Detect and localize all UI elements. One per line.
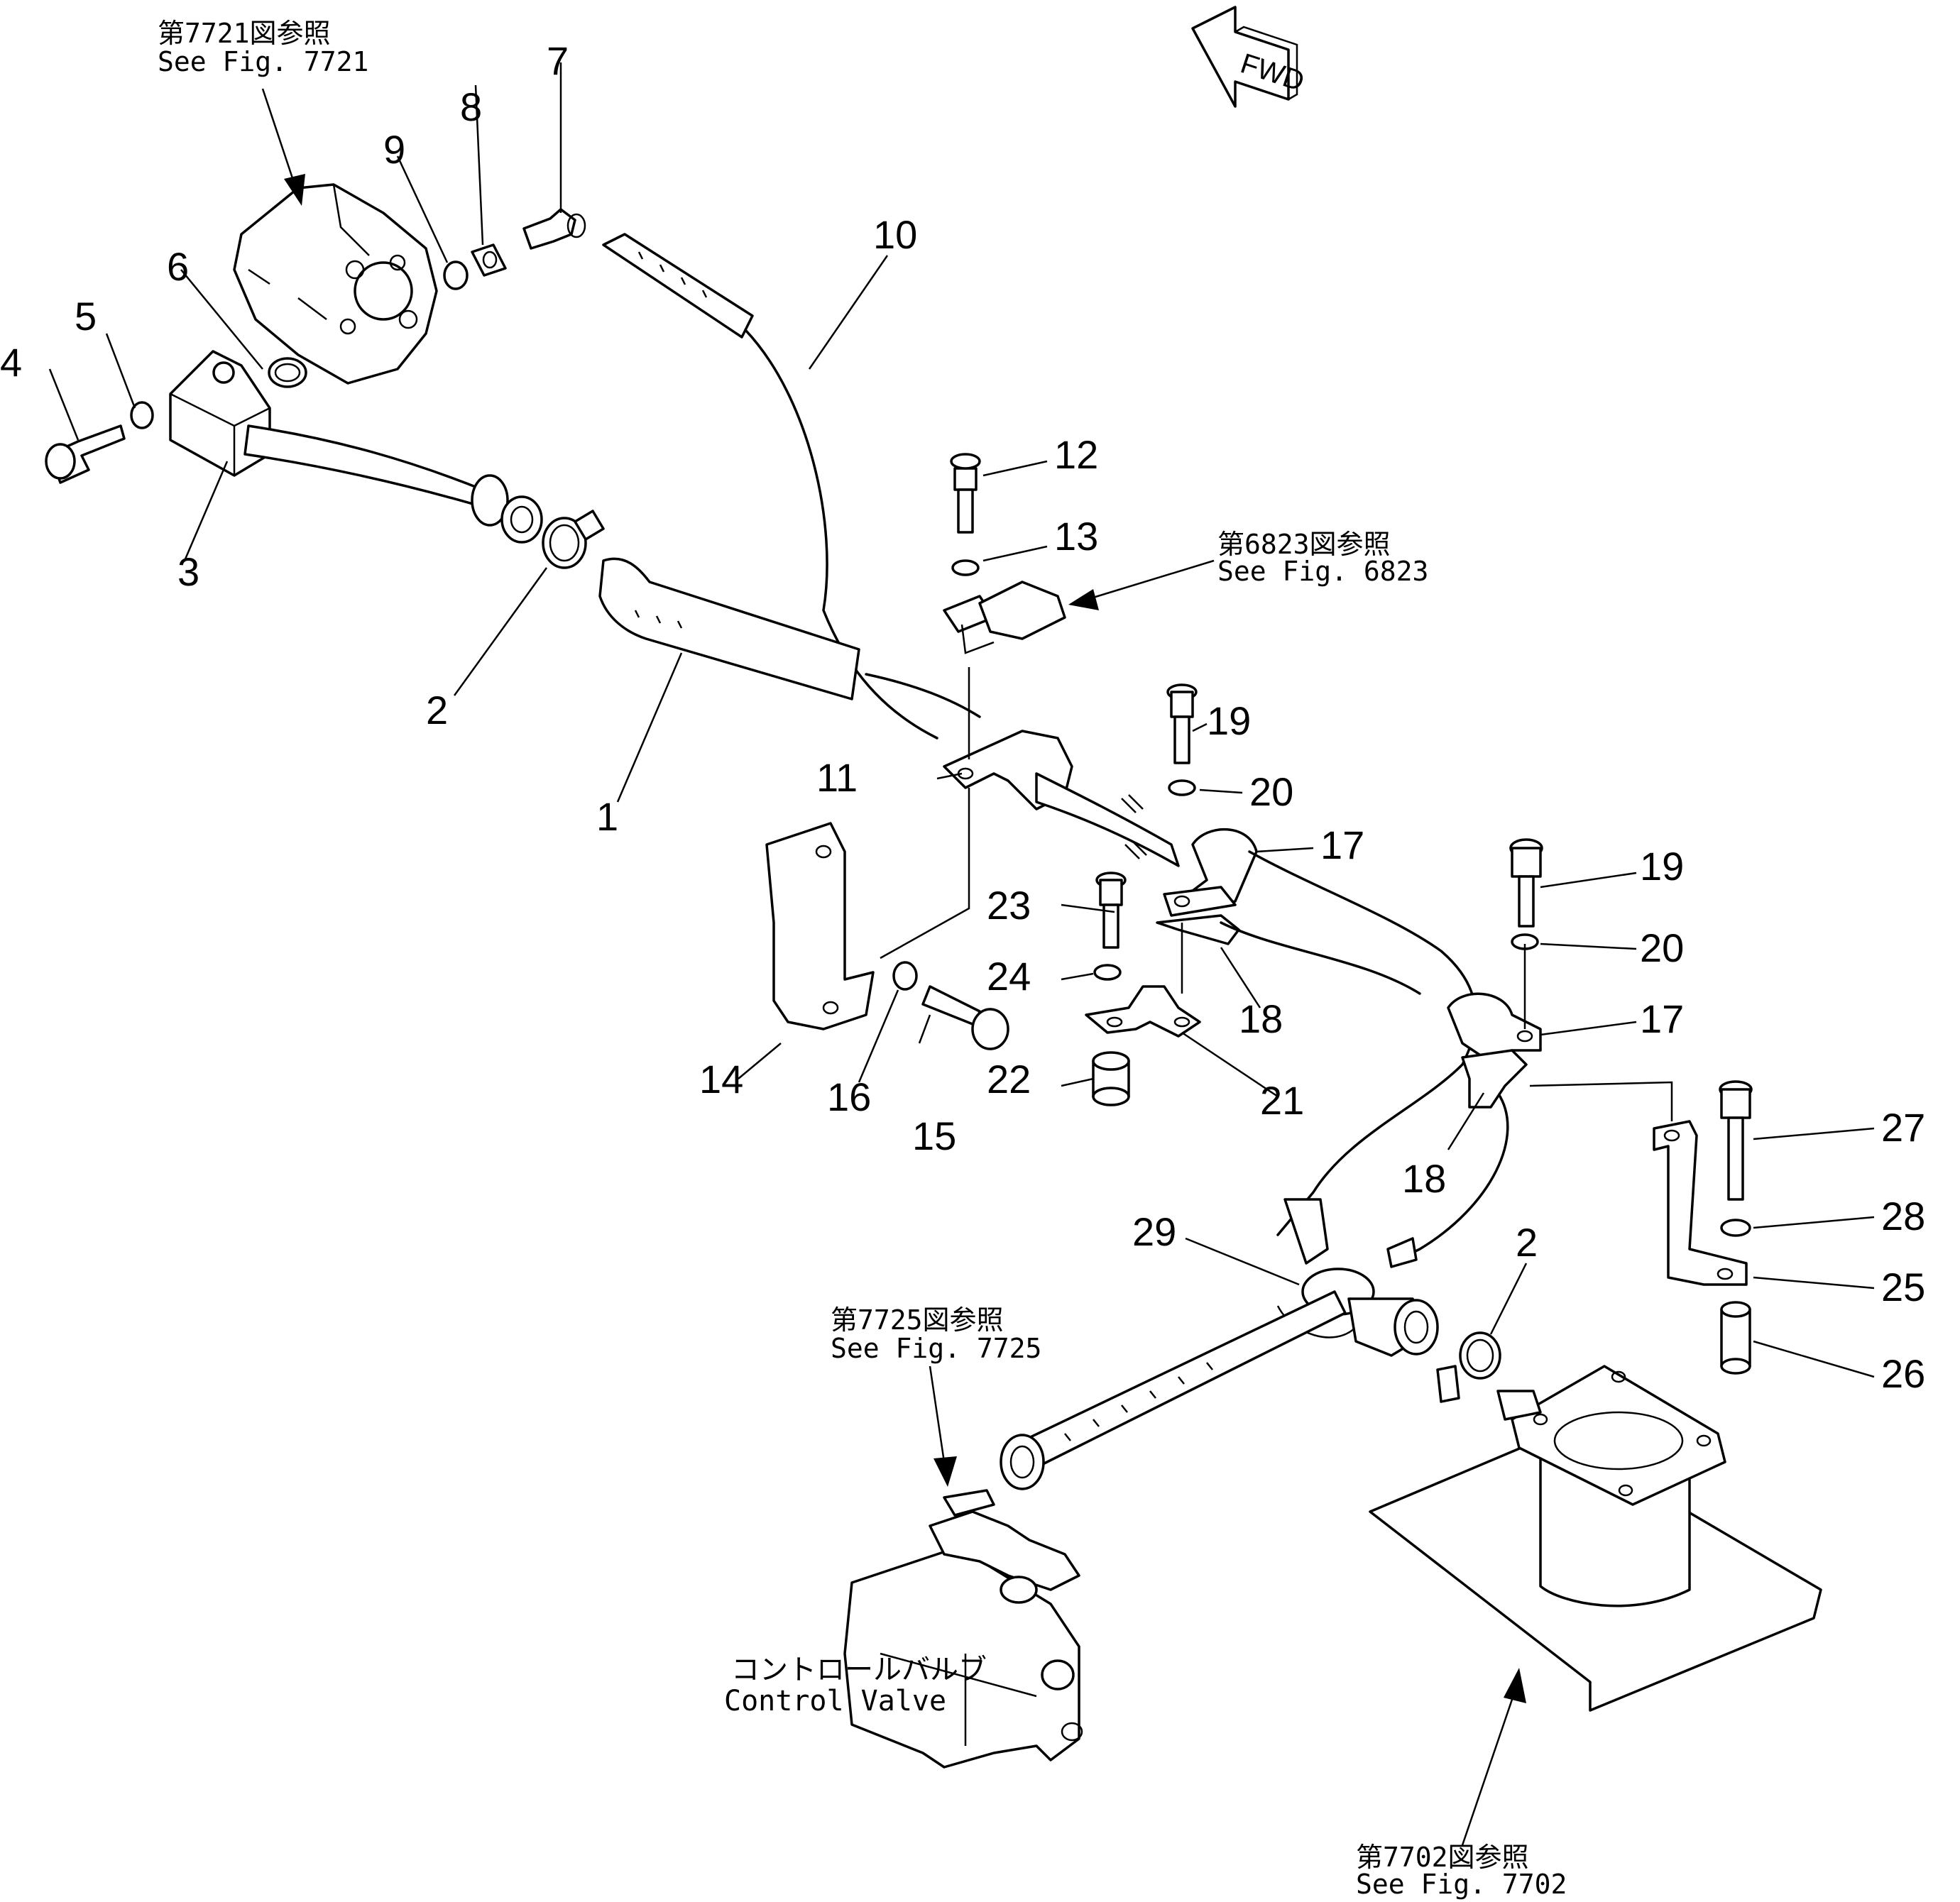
- leader-line-11-14: [880, 788, 970, 960]
- callout-21: 21: [1260, 1078, 1304, 1123]
- callout-6: 6: [167, 244, 189, 289]
- adapter-8: [471, 243, 507, 277]
- connector-6823: [943, 581, 1066, 654]
- svg-text:第6823図参照: 第6823図参照: [1217, 529, 1391, 560]
- spacer-22: [1092, 1051, 1130, 1106]
- callout-25: 25: [1881, 1265, 1925, 1309]
- svg-text:コントロールバルブ: コントロールバルブ: [731, 1654, 987, 1686]
- clamp-18-upper: [1156, 914, 1240, 994]
- callout-7: 7: [547, 38, 569, 83]
- washer-5: [130, 401, 154, 429]
- clamp-2-lower: [1436, 1331, 1501, 1403]
- svg-text:第7721図参照: 第7721図参照: [158, 18, 331, 49]
- callout-22: 22: [987, 1057, 1031, 1101]
- callout-29: 29: [1132, 1209, 1176, 1254]
- pipe-break-marks: [1121, 794, 1147, 859]
- bolt-19-lower: [1509, 838, 1543, 928]
- callout-3: 3: [177, 549, 199, 594]
- callout-23: 23: [987, 883, 1031, 928]
- svg-text:第7702図参照: 第7702図参照: [1356, 1842, 1529, 1873]
- washer-24: [1093, 964, 1122, 981]
- bolt-27: [1719, 1080, 1753, 1201]
- pipe-segment: [1035, 772, 1180, 867]
- washer-13: [951, 559, 980, 576]
- callout-14: 14: [699, 1057, 743, 1101]
- clamp-2-upper: [542, 510, 605, 569]
- hose-1: [598, 557, 981, 718]
- callout-8: 8: [460, 84, 482, 129]
- spacer-26: [1720, 1301, 1751, 1375]
- svg-text:Control Valve: Control Valve: [724, 1685, 946, 1717]
- clamp-17-lower: [1447, 992, 1542, 1059]
- callout-20-upper: 20: [1249, 769, 1293, 814]
- callout-19-upper: 19: [1207, 698, 1251, 743]
- svg-text:See Fig. 6823: See Fig. 6823: [1217, 556, 1428, 587]
- callout-18-upper: 18: [1239, 996, 1283, 1041]
- callout-2-lower: 2: [1516, 1220, 1538, 1265]
- callout-11: 11: [816, 755, 858, 800]
- tube-assembly: [243, 424, 498, 512]
- bolt-12: [950, 453, 981, 534]
- callout-20-lower: 20: [1640, 925, 1684, 970]
- clamp-17-upper: [1163, 828, 1258, 917]
- main-hose: [1220, 850, 1509, 1258]
- callout-leader-lines: [48, 62, 1875, 1378]
- callout-19-lower: 19: [1640, 844, 1684, 889]
- bolt-4: [45, 424, 126, 484]
- ref-fig-7702: 第7702図参照 See Fig. 7702: [1356, 1842, 1567, 1900]
- callout-4: 4: [0, 340, 22, 385]
- callout-24: 24: [987, 954, 1031, 999]
- return-pipe: [1000, 1290, 1347, 1490]
- callout-2-upper: 2: [426, 688, 448, 732]
- reference-arrows: [261, 88, 1526, 1846]
- callout-5: 5: [75, 294, 97, 339]
- bracket-14: [765, 822, 875, 1030]
- clamp-18-lower: [1461, 1049, 1528, 1109]
- leader-line-17-25: [1529, 1081, 1673, 1121]
- o-ring-6: [268, 357, 307, 388]
- washer-16: [892, 961, 918, 991]
- callout-18-lower: 18: [1402, 1156, 1446, 1201]
- svg-text:第7725図参照: 第7725図参照: [831, 1304, 1004, 1336]
- svg-text:See Fig. 7721: See Fig. 7721: [158, 46, 368, 77]
- bolt-19-upper: [1166, 683, 1198, 764]
- bolt-23: [1095, 872, 1127, 949]
- clamp-21: [1085, 985, 1201, 1038]
- bolt-15: [921, 985, 1009, 1050]
- callout-28: 28: [1881, 1194, 1925, 1238]
- callout-17-upper: 17: [1320, 823, 1364, 867]
- washer-20-upper: [1168, 779, 1196, 796]
- o-ring-9: [443, 260, 469, 290]
- callout-26: 26: [1881, 1351, 1925, 1396]
- washer-28: [1720, 1219, 1751, 1237]
- hose-10: [602, 233, 938, 740]
- callout-9: 9: [383, 127, 405, 172]
- callout-10: 10: [873, 212, 917, 257]
- elbow-7: [522, 208, 586, 250]
- svg-text:See Fig. 7702: See Fig. 7702: [1356, 1869, 1567, 1900]
- callout-12: 12: [1054, 432, 1098, 477]
- callout-27: 27: [1881, 1105, 1925, 1150]
- bracket-25: [1653, 1120, 1748, 1286]
- callout-17-lower: 17: [1640, 996, 1684, 1041]
- tank-7702: [1369, 1365, 1822, 1712]
- ref-fig-7725: 第7725図参照 See Fig. 7725: [831, 1304, 1041, 1364]
- svg-text:See Fig. 7725: See Fig. 7725: [831, 1333, 1041, 1364]
- pump-assembly: [233, 183, 438, 385]
- callout-numbers: 7 8 9 6 5 4 3 2 1 10 12 13 11 19 20 17 1…: [0, 38, 1925, 1396]
- ref-fig-7721: 第7721図参照 See Fig. 7721: [158, 18, 368, 77]
- control-valve: [843, 1489, 1083, 1769]
- callout-13: 13: [1054, 514, 1098, 559]
- callout-15: 15: [912, 1114, 956, 1158]
- pipe-fitting-29: [1347, 1297, 1439, 1357]
- callout-1: 1: [596, 794, 618, 839]
- fwd-direction-arrow: FWD: [1191, 6, 1308, 108]
- callout-16: 16: [827, 1074, 871, 1119]
- tube-fitting: [471, 474, 543, 544]
- ref-fig-6823: 第6823図参照 See Fig. 6823: [1217, 529, 1428, 587]
- control-valve-label: コントロールバルブ Control Valve: [724, 1654, 987, 1717]
